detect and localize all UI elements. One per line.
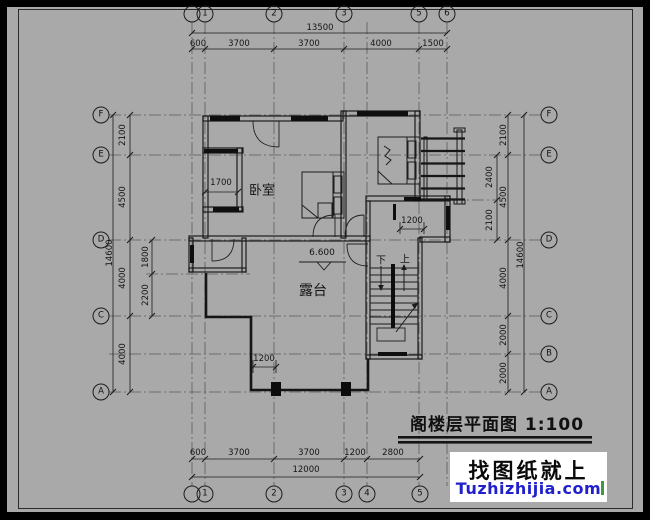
watermark-url[interactable]: Tuzhizhijia.com xyxy=(455,479,602,498)
sheet-inner-frame xyxy=(18,9,633,509)
dim-bottom-3700a: 3700 xyxy=(228,448,250,458)
level-mark-text: 6.600 xyxy=(309,248,335,258)
grid-bubble-left-C: C xyxy=(92,307,110,325)
stair-label-down: 下 xyxy=(376,255,386,267)
dim-left-4000b: 4000 xyxy=(118,343,128,365)
doors xyxy=(211,120,369,267)
grid-bubble-left-A: A xyxy=(92,383,110,401)
dim-right-total: 14600 xyxy=(516,241,526,269)
dim-left-1800: 1800 xyxy=(141,246,151,268)
dim-terrace-1200: 1200 xyxy=(253,354,275,364)
grid-bubble-top-3: 3 xyxy=(335,5,353,23)
dim-bath-1200: 1200 xyxy=(401,216,423,226)
grid-bubble-left-D: D xyxy=(92,231,110,249)
dim-bottom-600: 600 xyxy=(189,448,207,458)
stairs xyxy=(370,264,418,342)
dim-right-4000: 4000 xyxy=(499,267,509,289)
dim-right-2100s: 2100 xyxy=(485,209,495,231)
dim-top-1500: 1500 xyxy=(422,39,444,49)
dimension-lines xyxy=(109,29,528,481)
room-label-bedroom: 卧室 xyxy=(248,183,276,199)
stair-direction-arrows xyxy=(378,264,419,333)
grid-bubble-bottom-1: 1 xyxy=(196,485,214,503)
bed-guest xyxy=(377,136,421,185)
columns xyxy=(271,382,351,396)
grid-bubble-right-F: F xyxy=(540,106,558,124)
dim-right-2000a: 2000 xyxy=(499,324,509,346)
grid-bubble-bottom-5: 5 xyxy=(411,485,429,503)
dim-top-600: 600 xyxy=(189,39,207,49)
grid-bubble-bottom-3: 3 xyxy=(335,485,353,503)
dim-closet-1700: 1700 xyxy=(210,178,232,188)
dim-left-2200: 2200 xyxy=(141,284,151,306)
dim-bottom-1200: 1200 xyxy=(344,448,366,458)
plan-title: 阁楼层平面图 1:100 xyxy=(410,415,585,432)
grid-bubble-bottom-2: 2 xyxy=(265,485,283,503)
terrace-parapet xyxy=(204,273,370,392)
dim-top-4000: 4000 xyxy=(370,39,392,49)
walls xyxy=(188,110,451,360)
dim-right-2000b: 2000 xyxy=(499,362,509,384)
watermark-accent-bar xyxy=(601,481,604,495)
grid-bubble-right-D: D xyxy=(540,231,558,249)
title-underline xyxy=(398,436,592,444)
grid-bubble-right-B: B xyxy=(540,345,558,363)
dim-left-total: 14600 xyxy=(105,239,115,267)
room-label-terrace: 露台 xyxy=(299,283,327,299)
dim-top-3700a: 3700 xyxy=(228,39,250,49)
dim-bottom-2800: 2800 xyxy=(382,448,404,458)
balcony-railing xyxy=(421,127,466,205)
dim-top-3700b: 3700 xyxy=(298,39,320,49)
grid-bubble-right-E: E xyxy=(540,146,558,164)
watermark-slogan: 找图纸就上 xyxy=(468,459,589,483)
dim-bottom-3700b: 3700 xyxy=(298,448,320,458)
drawing-sheet: 1 2 3 5 6 1 2 3 4 5 F E D C A F E D C B … xyxy=(7,5,643,512)
grid-bubble-bottom-4: 4 xyxy=(358,485,376,503)
grid-bubble-top-1: 1 xyxy=(196,5,214,23)
dim-top-total: 13500 xyxy=(306,23,334,33)
dim-right-4500: 4500 xyxy=(499,186,509,208)
level-marker xyxy=(299,261,346,271)
floor-plan xyxy=(109,22,592,486)
dim-left-2100: 2100 xyxy=(118,124,128,146)
axis-grid xyxy=(109,22,541,486)
grid-bubble-right-C: C xyxy=(540,307,558,325)
dim-left-4500: 4500 xyxy=(118,186,128,208)
dim-left-4000a: 4000 xyxy=(118,267,128,289)
grid-bubble-right-A: A xyxy=(540,383,558,401)
grid-bubble-top-5: 5 xyxy=(410,5,428,23)
dim-bottom-total: 12000 xyxy=(292,465,320,475)
bed-master xyxy=(301,171,345,219)
windows xyxy=(190,111,450,356)
grid-bubble-top-2: 2 xyxy=(265,5,283,23)
grid-bubble-left-F: F xyxy=(92,106,110,124)
dim-right-2100: 2100 xyxy=(499,124,509,146)
grid-bubble-left-E: E xyxy=(92,146,110,164)
dim-right-2400: 2400 xyxy=(485,166,495,188)
stair-label-up: 上 xyxy=(400,254,410,266)
grid-bubble-top-6: 6 xyxy=(438,5,456,23)
watermark: 找图纸就上 Tuzhizhijia.com xyxy=(450,452,607,502)
